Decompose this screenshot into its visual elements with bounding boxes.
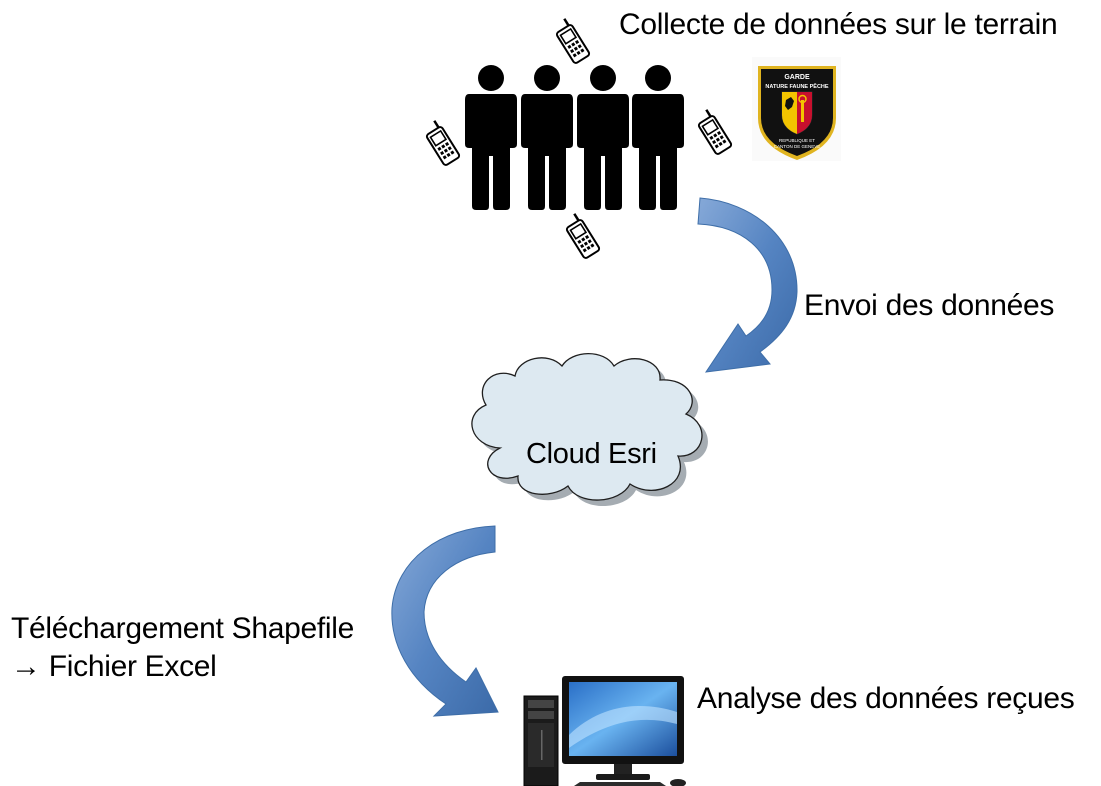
- person-icon: [465, 65, 517, 210]
- mobile-phone-icon: [550, 15, 592, 66]
- badge-bottom-text-1: REPUBLIQUE ET: [779, 138, 815, 143]
- badge-logo: GARDE NATURE FAUNE PÊCHE REPUBLIQUE ET C…: [752, 57, 841, 161]
- person-icon: [632, 65, 684, 210]
- label-data-sending: Envoi des données: [804, 289, 1055, 322]
- curved-arrow-down-right-lower: [391, 525, 499, 717]
- badge-top-text: GARDE: [784, 74, 810, 81]
- person-icon: [577, 65, 629, 210]
- person-icon: [521, 65, 573, 210]
- curved-arrow-down-right: [697, 197, 798, 373]
- computer-icon: [523, 676, 686, 786]
- label-shapefile-download: Téléchargement Shapefile: [11, 612, 355, 645]
- mobile-phone-icon: [560, 210, 602, 261]
- label-field-collection: Collecte de données sur le terrain: [619, 8, 1058, 41]
- badge-arc-text: NATURE FAUNE PÊCHE: [765, 82, 828, 90]
- mobile-phone-icon: [692, 106, 734, 157]
- label-data-analysis: Analyse des données reçues: [697, 682, 1075, 715]
- label-excel-file: → Fichier Excel: [11, 650, 217, 683]
- badge-bottom-text-2: CANTON DE GENEVE: [774, 144, 820, 149]
- people-icon: [465, 65, 684, 210]
- mobile-phone-icon: [420, 117, 462, 168]
- label-cloud-esri: Cloud Esri: [526, 438, 657, 470]
- cloud-icon: [471, 353, 708, 507]
